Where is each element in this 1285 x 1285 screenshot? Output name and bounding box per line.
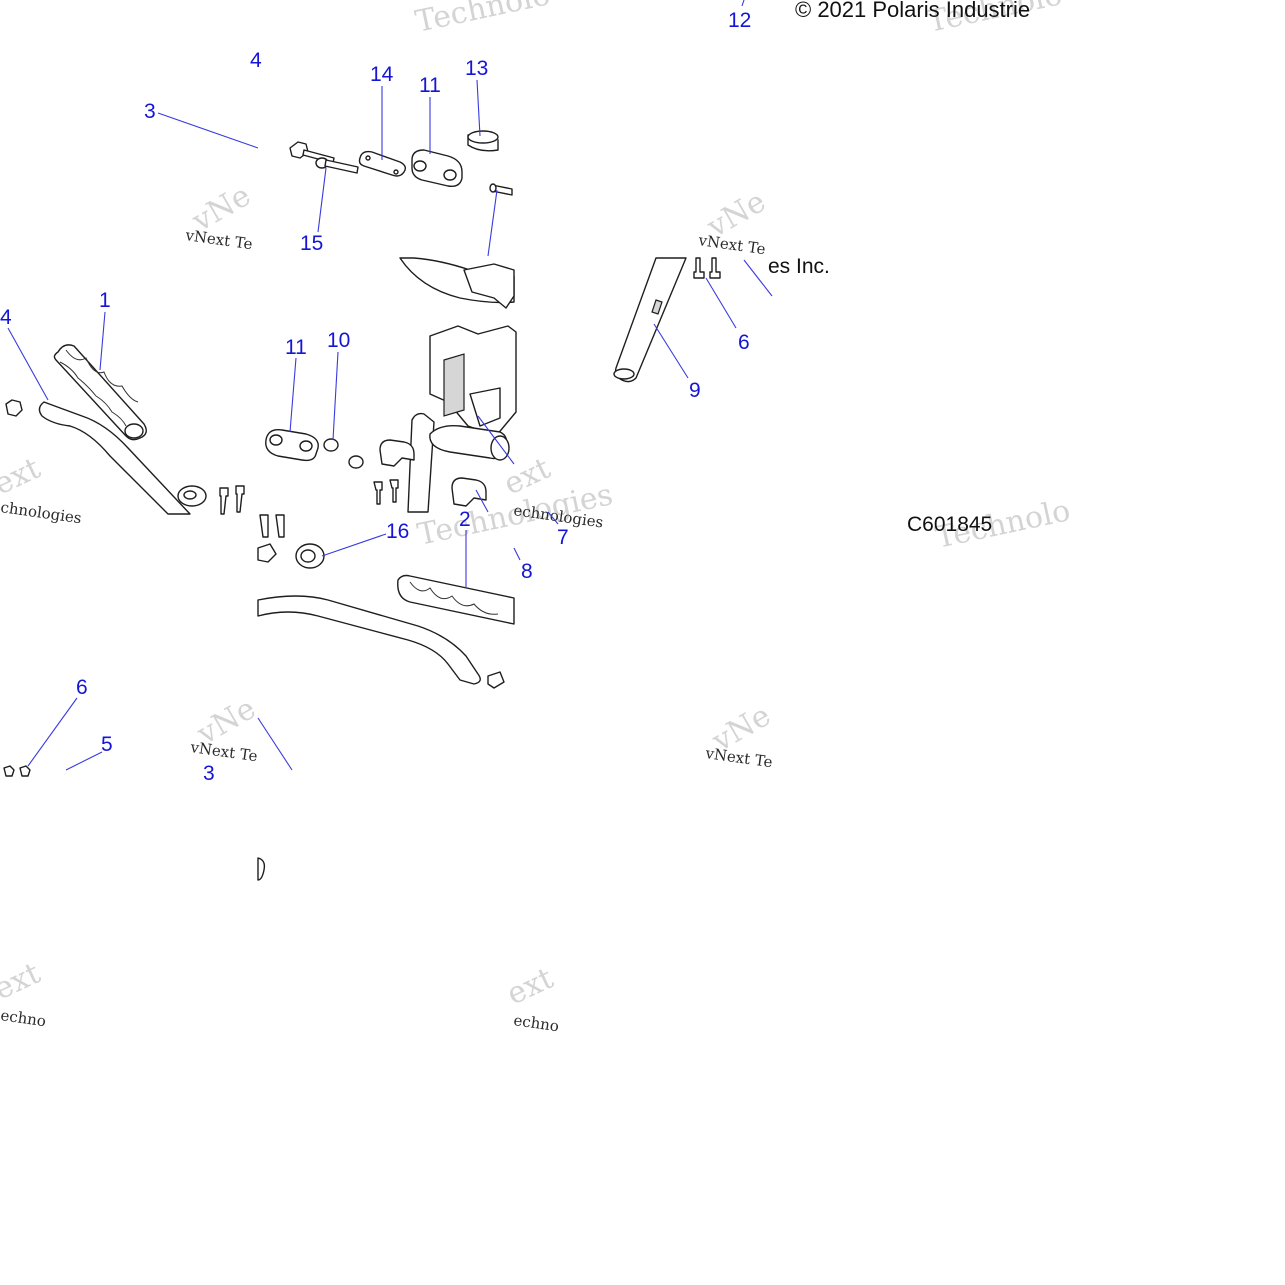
riser-block-part bbox=[429, 325, 517, 437]
callout-12: 12 bbox=[728, 9, 751, 32]
callout-4-left: 4 bbox=[0, 306, 12, 329]
callout-10: 10 bbox=[327, 329, 350, 352]
end-cap-part bbox=[5, 399, 23, 417]
bolt-pair-part bbox=[373, 479, 399, 505]
left-handlebar-group bbox=[5, 344, 245, 515]
pin-part bbox=[489, 183, 513, 196]
watermark-ext-bottom-left: ext bbox=[0, 956, 46, 1007]
callout-4-top: 4 bbox=[250, 49, 262, 72]
spacer-part bbox=[323, 438, 339, 452]
callout-7: 7 bbox=[557, 526, 569, 549]
callout-11-center: 11 bbox=[285, 336, 307, 359]
watermark-echno-bottom-mid: echno bbox=[512, 1011, 560, 1035]
callout-13: 13 bbox=[465, 57, 488, 80]
callout-3-bottom: 3 bbox=[203, 762, 215, 785]
riser-clamp-part bbox=[463, 263, 515, 309]
right-bar-group bbox=[613, 257, 721, 383]
end-cap-part bbox=[487, 671, 505, 689]
handlebar-part bbox=[257, 595, 481, 685]
end-cap-part bbox=[257, 857, 266, 881]
diagram-code: C601845 bbox=[907, 513, 992, 536]
watermark-ext-bottom-mid: ext bbox=[502, 961, 559, 1012]
center-riser-group bbox=[265, 257, 517, 513]
bottom-parts-group bbox=[3, 717, 293, 881]
callout-16: 16 bbox=[386, 520, 409, 543]
bolt-pair-part bbox=[693, 257, 721, 279]
bolt-pair-part bbox=[259, 514, 285, 538]
callout-8: 8 bbox=[521, 560, 533, 583]
callout-14: 14 bbox=[370, 63, 394, 86]
stem-part bbox=[407, 412, 435, 513]
callout-9: 9 bbox=[689, 379, 701, 402]
plate-part bbox=[358, 150, 407, 177]
bolt-pair-part bbox=[219, 485, 245, 515]
watermark-ext-left: ext bbox=[0, 451, 46, 502]
callout-labels: 12 4 3 14 11 13 15 1 4 11 10 6 9 16 2 7 … bbox=[0, 9, 751, 785]
copyright-fragment: es Inc. bbox=[768, 255, 830, 278]
clamp-part bbox=[379, 439, 415, 467]
grip-part bbox=[53, 344, 147, 441]
clamp-ring-part bbox=[177, 485, 207, 507]
copyright-text: © 2021 Polaris Industrie bbox=[795, 0, 1030, 22]
watermark-chnologies-left: chnologies bbox=[0, 498, 83, 527]
bar-part bbox=[614, 257, 687, 383]
handlebar-part bbox=[38, 401, 191, 515]
callout-15: 15 bbox=[300, 232, 323, 255]
callout-6-right: 6 bbox=[738, 331, 750, 354]
top-parts-group bbox=[289, 130, 513, 196]
callout-6-bottom: 6 bbox=[76, 676, 88, 699]
callout-3-top: 3 bbox=[144, 100, 156, 123]
callout-2: 2 bbox=[459, 508, 471, 531]
callout-1: 1 bbox=[99, 289, 111, 312]
clamp-ring-part bbox=[295, 543, 325, 569]
ring-part bbox=[467, 130, 499, 152]
callout-11-top: 11 bbox=[419, 74, 441, 97]
grip-part bbox=[397, 574, 515, 625]
watermark-technologies-top: Technolo bbox=[412, 0, 553, 40]
watermark-echno-bottom-left: echno bbox=[0, 1006, 47, 1030]
bolt-part bbox=[315, 157, 359, 174]
leader-lines bbox=[7, 0, 773, 771]
clamp-part bbox=[451, 477, 487, 507]
right-handlebar-group bbox=[257, 514, 515, 689]
callout-5: 5 bbox=[101, 733, 113, 756]
